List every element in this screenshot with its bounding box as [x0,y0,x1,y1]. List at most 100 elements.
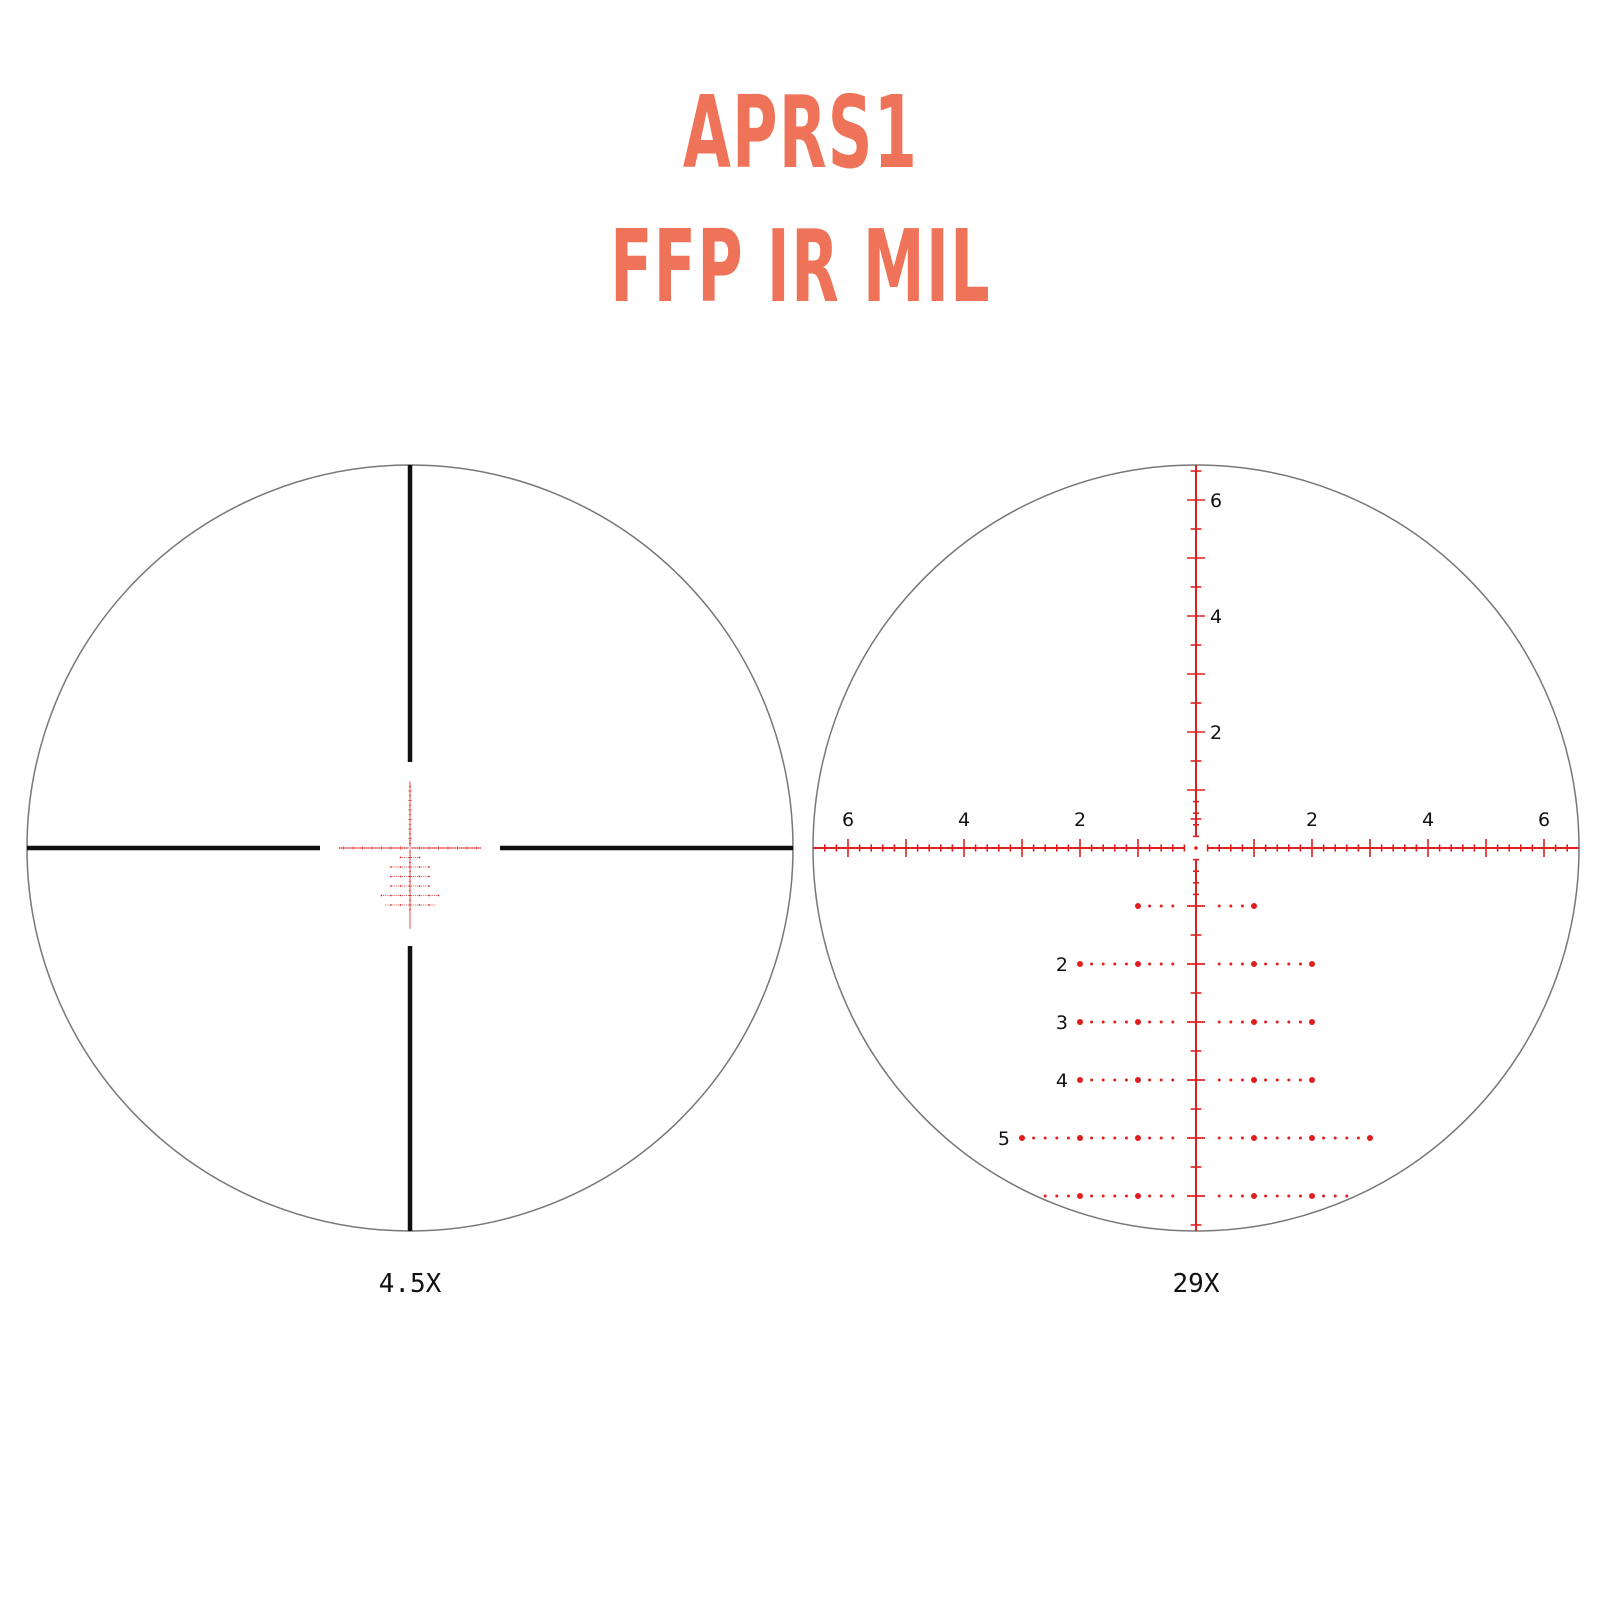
holdover-dot [1264,1194,1268,1198]
holdover-dot [1148,904,1152,908]
holdover-dot [1322,1136,1326,1140]
holdover-dot [1171,1078,1175,1082]
holdover-dot [1066,1136,1070,1140]
holdover-dot [417,904,419,906]
holdover-dot [1159,1136,1163,1140]
holdover-dot [399,866,402,868]
high-magnification-view: 6 4 2 2 4 6 6 4 2 2 3 4 5 29X [812,464,1580,1299]
holdover-dot [1275,1020,1279,1024]
holdover-dot [1113,1078,1117,1082]
holdover-dot [405,904,407,906]
holdover-dot [405,866,407,868]
holdover-dot [1229,962,1233,966]
holdover-dot [403,857,405,858]
holdover-dot [392,904,394,906]
holdover-dot [390,885,392,887]
holdover-dot [1077,961,1083,967]
holdover-dot [420,885,422,887]
holdover-dot [380,894,383,897]
holdover-dot [1113,1136,1117,1140]
holdover-dot [398,904,400,906]
holdover-dot [1135,1135,1141,1141]
holdover-dot [413,876,415,877]
holdover-dot [1309,1019,1315,1025]
holdover-dot [1090,1020,1094,1024]
holdover-dot [1101,1020,1105,1024]
thick-crosshair-posts [27,465,793,1231]
holdover-dot [1043,1194,1047,1198]
holdover-dot [1077,1135,1083,1141]
holdover-dot [1148,1078,1152,1082]
holdover-dot [1135,1019,1141,1025]
holdover-dot [403,866,405,868]
holdover-dot [398,876,400,877]
holdover-dot [422,904,424,906]
holdover-dot [428,866,430,868]
holdover-dot [422,885,424,887]
holdover-dot [432,904,434,906]
holdover-dot [384,904,386,906]
holdover-dot [1113,1194,1117,1198]
holdover-dot [403,885,405,887]
holdover-dot [420,866,422,868]
holdover-dot [1298,1020,1302,1024]
holdover-dot [1217,1136,1221,1140]
h-label-right-4: 4 [1422,809,1434,831]
holdover-dot [1124,1020,1128,1024]
holdover-dot [1077,1077,1083,1083]
holdover-dot [1124,1136,1128,1140]
holdover-dot [394,895,396,896]
holdover-dot [390,904,392,906]
holdover-dot [436,895,438,896]
holdover-label-4: 4 [1056,1070,1068,1092]
holdover-dot [392,866,394,868]
holdover-label-5: 5 [998,1128,1010,1150]
holdover-dot [388,895,390,896]
holdover-dot [1240,1020,1244,1024]
holdover-dot [399,875,402,878]
holdover-dot [1148,1136,1152,1140]
holdover-dot [1171,962,1175,966]
holdover-dot [415,885,417,887]
holdover-label-2: 2 [1056,954,1068,976]
holdover-dot [1229,1078,1233,1082]
holdover-dot [1113,962,1117,966]
holdover-dot [1135,1077,1141,1083]
holdover-dot [1251,1019,1257,1025]
holdover-dot [422,866,424,868]
holdover-dot [390,866,392,868]
holdover-dot [1171,1020,1175,1024]
title-reticle-type: FFP IR MIL [610,208,991,325]
fine-reticle-low [338,781,482,929]
holdover-dot [1032,1136,1036,1140]
holdover-dot [420,904,422,906]
holdover-dot [418,904,421,906]
holdover-dot [1159,1194,1163,1198]
holdover-dot [1019,1135,1025,1141]
holdover-dot [1240,1136,1244,1140]
holdover-dot [418,894,421,897]
fine-reticle-high [813,465,1579,1231]
holdover-dot [1217,904,1221,908]
holdover-dot [1309,1077,1315,1083]
holdover-dot [428,904,430,906]
holdover-dot [1043,1136,1047,1140]
holdover-dot [413,866,415,868]
holdover-dot [394,885,396,887]
holdover-dot [405,885,407,887]
holdover-dot [1066,1194,1070,1198]
holdover-dot [390,894,392,897]
holdover-dot [1287,1194,1291,1198]
holdover-dot [403,895,405,896]
holdover-dot [424,876,426,877]
holdover-dot [398,885,400,887]
holdover-dot [1251,1193,1257,1199]
magnification-label-high: 29X [1173,1269,1220,1299]
holdover-dot [1251,903,1257,909]
holdover-dot [1275,1136,1279,1140]
holdover-dot [392,885,394,887]
holdover-dot [1135,961,1141,967]
holdover-dot [1345,1136,1349,1140]
holdover-dot [1135,1193,1141,1199]
